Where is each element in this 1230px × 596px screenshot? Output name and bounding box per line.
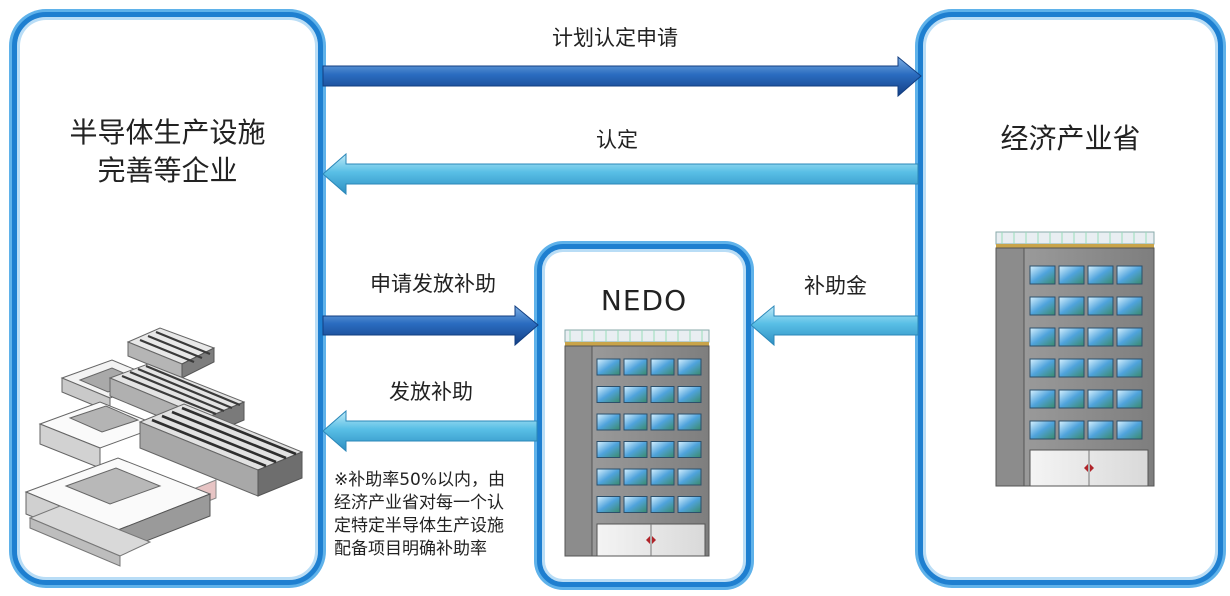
label-subsidy-payment: 发放补助 [389, 380, 473, 404]
nedo-window [623, 386, 648, 403]
meti-window [1116, 358, 1143, 378]
nedo-window [650, 413, 675, 431]
nedo-window [596, 468, 621, 486]
meti-window [1058, 420, 1085, 440]
nedo-window [623, 496, 648, 513]
company-title-line2: 完善等企业 [97, 154, 238, 187]
nedo-window [623, 413, 648, 431]
note-line: 定特定半导体生产设施 [334, 516, 504, 536]
nedo-title: NEDO [600, 284, 688, 317]
meti-window [1058, 327, 1085, 347]
nedo-window [677, 496, 702, 513]
meti-window [1029, 389, 1056, 409]
meti-window [1029, 265, 1056, 285]
meti-window [1087, 265, 1114, 285]
meti-building-illustration [995, 231, 1155, 487]
nedo-window [650, 496, 675, 513]
nedo-window [596, 441, 621, 458]
nedo-window [677, 468, 702, 486]
meti-title: 经济产业省 [1000, 122, 1141, 155]
nedo-window [677, 441, 702, 458]
meti-window [1116, 389, 1143, 409]
meti-window [1116, 420, 1143, 440]
nedo-building-illustration [564, 329, 710, 557]
nedo-window [596, 358, 621, 376]
nedo-window [650, 468, 675, 486]
meti-window [1058, 265, 1085, 285]
meti-window [1029, 420, 1056, 440]
nedo-window [677, 386, 702, 403]
meti-window [1058, 296, 1085, 316]
nedo-window [650, 441, 675, 458]
meti-window [1058, 358, 1085, 378]
company-title: 半导体生产设施 完善等企业 [12, 114, 323, 190]
nedo-window [596, 496, 621, 513]
arrow-certification [322, 152, 919, 196]
meti-window [1116, 327, 1143, 347]
arrow-plan-application [322, 55, 922, 98]
nedo-window [596, 413, 621, 431]
meti-window [1087, 327, 1114, 347]
meti-window [1087, 389, 1114, 409]
meti-window [1087, 420, 1114, 440]
subsidy-rate-note: ※补助率50%以内，由 经济产业省对每一个认 定特定半导体生产设施 配备项目明确… [334, 469, 534, 561]
arrow-subsidy-funds [750, 304, 919, 347]
arrow-subsidy-application [322, 304, 539, 347]
label-subsidy-application: 申请发放补助 [370, 272, 496, 296]
meti-window [1116, 265, 1143, 285]
company-title-line1: 半导体生产设施 [69, 116, 266, 149]
meti-window [1029, 327, 1056, 347]
nedo-window [677, 358, 702, 376]
nedo-window [623, 358, 648, 376]
meti-window [1087, 296, 1114, 316]
note-line: 经济产业省对每一个认 [334, 493, 504, 513]
label-plan-application: 计划认定申请 [552, 26, 678, 50]
nedo-window [677, 413, 702, 431]
nedo-window [596, 386, 621, 403]
nedo-window [623, 441, 648, 458]
meti-window [1087, 358, 1114, 378]
label-subsidy-funds: 补助金 [804, 274, 867, 298]
nedo-window [623, 468, 648, 486]
arrow-subsidy-payment [322, 409, 538, 453]
factory-illustration [24, 327, 304, 567]
meti-window [1029, 296, 1056, 316]
meti-window [1058, 389, 1085, 409]
nedo-window [650, 358, 675, 376]
meti-window [1116, 296, 1143, 316]
note-line: 配备项目明确补助率 [334, 539, 487, 559]
meti-window [1029, 358, 1056, 378]
label-certification: 认定 [596, 128, 638, 152]
nedo-window [650, 386, 675, 403]
note-line: ※补助率50%以内，由 [334, 470, 506, 490]
